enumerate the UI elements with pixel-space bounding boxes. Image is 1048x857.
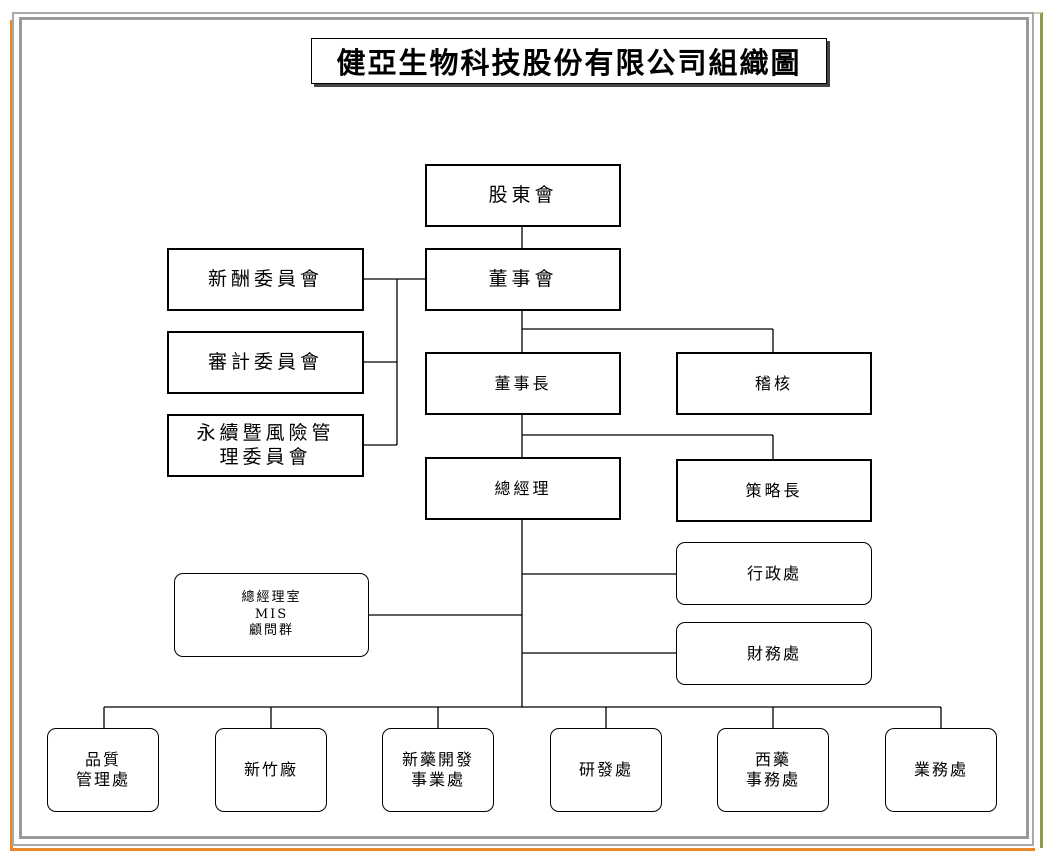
node-western-medicine: 西藥 事務處	[717, 728, 829, 812]
page-frame-orange	[10, 20, 1035, 851]
node-new-drug: 新藥開發 事業處	[382, 728, 494, 812]
node-audit-committee: 審計委員會	[167, 331, 364, 394]
node-cso: 策略長	[676, 459, 872, 522]
node-sustainability-committee: 永續暨風險管 理委員會	[167, 414, 364, 477]
node-board: 董事會	[425, 248, 621, 311]
node-hsinchu-plant: 新竹廠	[215, 728, 327, 812]
node-chairman: 董事長	[425, 352, 621, 415]
page-frame-inner	[19, 17, 1029, 839]
node-qa: 品質 管理處	[47, 728, 159, 812]
node-rd: 研發處	[550, 728, 662, 812]
node-admin: 行政處	[676, 542, 872, 605]
node-sales: 業務處	[885, 728, 997, 812]
chart-title: 健亞生物科技股份有限公司組織圖	[311, 38, 827, 84]
page-frame-outer	[12, 12, 1034, 846]
node-president-office: 總經理室 MIS 顧問群	[174, 573, 369, 657]
node-internal-audit: 稽核	[676, 352, 872, 415]
node-finance: 財務處	[676, 622, 872, 685]
node-compensation-committee: 新酬委員會	[167, 248, 364, 311]
node-shareholders: 股東會	[425, 164, 621, 227]
node-president: 總經理	[425, 457, 621, 520]
